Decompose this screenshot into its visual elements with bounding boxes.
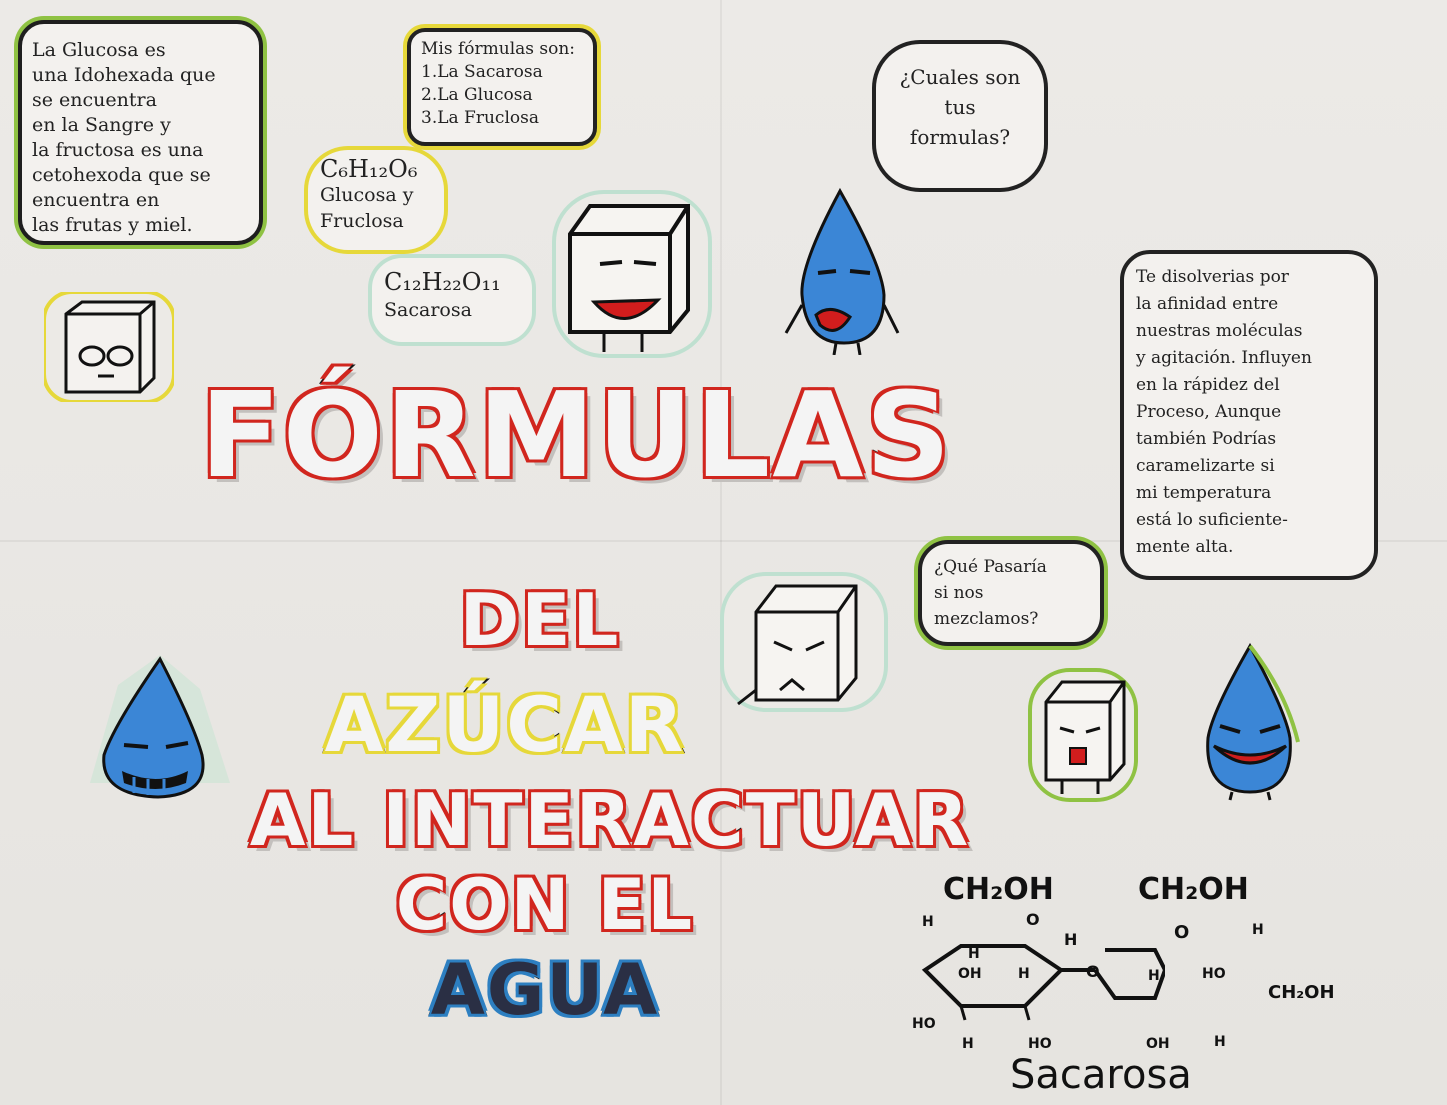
sucrose-structure-diagram <box>921 944 1165 1021</box>
formula-c12h22o11: C₁₂H₂₂O₁₁ <box>384 268 501 296</box>
speech-bubble-glucosa: La Glucosa es una Idohexada que se encue… <box>18 20 263 245</box>
sacarosa-label: Sacarosa <box>1010 1052 1192 1098</box>
bubble-text-line: Fruclosa <box>320 210 404 232</box>
speech-bubble-disolverias: Te disolverias por la afinidad entre nue… <box>1120 250 1378 580</box>
water-drop-character-left <box>90 655 230 799</box>
sugar-cube-smiling-character <box>552 190 712 358</box>
ch2oh-side-label: CH₂OH <box>1268 982 1335 1003</box>
bubble-text-line: ¿Qué Pasaría <box>934 557 1047 577</box>
bubble-text-line: Proceso, Aunque <box>1136 402 1282 422</box>
atom-h-label: H <box>1252 922 1264 938</box>
bubble-text-line: la afinidad entre <box>1136 294 1279 314</box>
bubble-text-line: 3.La Fruclosa <box>421 108 539 128</box>
water-drop-character-top <box>784 187 900 355</box>
bubble-text-line: la fructosa es una <box>32 139 204 161</box>
atom-h-label: H <box>962 1036 974 1052</box>
sugar-cube-surprised-character <box>1028 668 1138 802</box>
sugar-cube-squinting-character <box>720 572 888 712</box>
atom-o-label: O <box>1026 910 1040 929</box>
title-azucar: AZÚCAR <box>323 678 686 771</box>
title-agua: AGUA <box>429 947 660 1033</box>
atom-oh-label: OH <box>1146 1036 1170 1052</box>
bubble-text-line: formulas? <box>909 125 1011 149</box>
bubble-text-line: 2.La Glucosa <box>421 85 533 105</box>
bubble-text-line: tus <box>944 95 976 119</box>
atom-h-label: H <box>1214 1034 1226 1050</box>
ch2oh-right-label: CH₂OH <box>1138 872 1249 907</box>
bubble-text-line: mi temperatura <box>1136 483 1272 503</box>
water-drop-character-right <box>1206 642 1300 801</box>
bubble-text-line: Te disolverias por <box>1136 267 1289 287</box>
bubble-text-line: en la Sangre y <box>32 114 171 136</box>
atom-h-label: H <box>1064 930 1078 949</box>
bubble-text-line: Mis fórmulas son: <box>421 39 576 59</box>
atom-h-label: H <box>1148 968 1160 984</box>
atom-ho-label: HO <box>1202 966 1226 982</box>
bubble-text-line: una Idohexada que <box>32 64 216 86</box>
bubble-text-line: caramelizarte si <box>1136 456 1275 476</box>
title-al-interactuar: AL INTERACTUAR <box>248 776 971 864</box>
paper-crease <box>720 0 722 1105</box>
formula-label-sacarosa: C₁₂H₂₂O₁₁ Sacarosa <box>372 258 532 342</box>
atom-ho-label: HO <box>912 1016 936 1032</box>
ch2oh-left-label: CH₂OH <box>943 872 1054 907</box>
bubble-text-line: las frutas y miel. <box>32 214 193 236</box>
atom-ho-label: HO <box>1028 1036 1052 1052</box>
bubble-text-line: está lo suficiente- <box>1136 510 1288 530</box>
bubble-text-line: mezclamos? <box>934 609 1039 629</box>
title-con-el: CON EL <box>394 862 695 948</box>
bubble-text-line: se encuentra <box>32 89 157 111</box>
paper-crease <box>0 540 1447 542</box>
bubble-text-line: cetohexoda que se <box>32 164 211 186</box>
speech-bubble-que-pasaria: ¿Qué Pasaría si nos mezclamos? <box>918 540 1104 646</box>
atom-h-label: H <box>922 914 934 930</box>
bubble-text-line: 1.La Sacarosa <box>421 62 543 82</box>
bubble-text-line: y agitación. Influyen <box>1136 348 1312 368</box>
bubble-text-line: si nos <box>934 583 984 603</box>
atom-o-label: O <box>1174 922 1190 943</box>
speech-bubble-mis-formulas: Mis fórmulas son: 1.La Sacarosa 2.La Glu… <box>407 28 597 146</box>
bubble-text-line: Glucosa y <box>320 184 414 206</box>
bubble-text-line: encuentra en <box>32 189 160 211</box>
atom-oh-label: OH <box>958 966 982 982</box>
bubble-text-line: también Podrías <box>1136 429 1277 449</box>
atom-h-label: H <box>968 946 980 962</box>
bubble-text-line: mente alta. <box>1136 537 1234 557</box>
sugar-cube-glasses-character <box>44 292 174 402</box>
formula-c6h12o6: C₆H₁₂O₆ <box>320 155 418 183</box>
bubble-text-line: ¿Cuales son <box>899 65 1021 89</box>
title-formulas: FÓRMULAS <box>198 364 953 506</box>
formula-label-glucosa: C₆H₁₂O₆ Glucosa y Fruclosa <box>308 150 444 250</box>
atom-o-label: O <box>1086 962 1100 981</box>
bubble-text-line: Sacarosa <box>384 299 472 321</box>
speech-bubble-cuales: ¿Cuales son tus formulas? <box>872 40 1048 192</box>
bubble-text-line: en la rápidez del <box>1136 375 1280 395</box>
bubble-text-line: nuestras moléculas <box>1136 321 1303 341</box>
title-del: DEL <box>458 576 621 664</box>
atom-h-label: H <box>1018 966 1030 982</box>
bubble-text-line: La Glucosa es <box>32 39 166 61</box>
